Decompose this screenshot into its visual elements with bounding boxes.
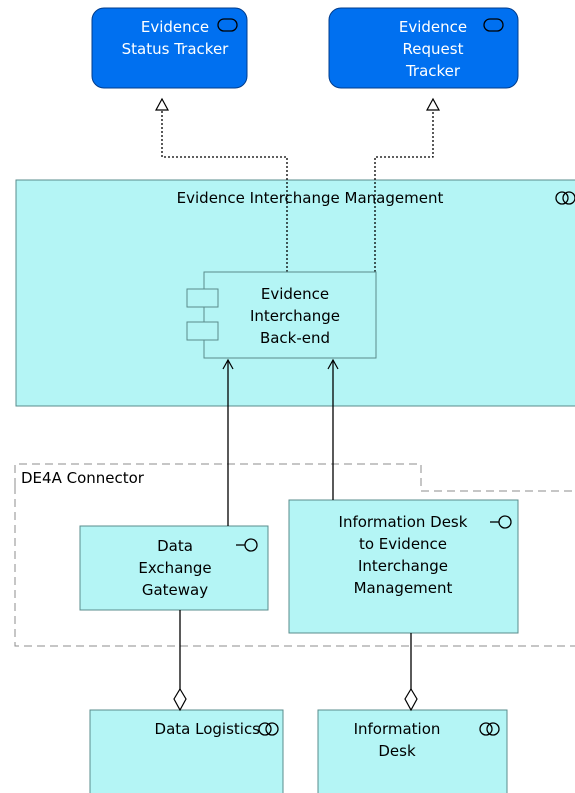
gateway-label: Data Exchange Gateway bbox=[138, 537, 212, 599]
request-tracker-label: Evidence Request Tracker bbox=[398, 18, 468, 80]
backend-box[interactable] bbox=[203, 271, 377, 359]
connector-label: DE4A Connector bbox=[21, 469, 144, 487]
gateway-box[interactable] bbox=[79, 525, 269, 611]
realization-backend-to-status-tracker[interactable] bbox=[162, 99, 288, 272]
info-desk-label: Information Desk bbox=[353, 720, 441, 760]
info-desk-interface-box[interactable] bbox=[288, 499, 519, 634]
collaboration-icon bbox=[555, 191, 575, 205]
data-logistics-box[interactable] bbox=[89, 709, 284, 793]
info-desk-box[interactable] bbox=[317, 709, 508, 793]
interface-icon bbox=[490, 515, 512, 529]
status-tracker-label: Evidence Status Tracker bbox=[121, 18, 229, 58]
collaboration-icon bbox=[258, 722, 279, 736]
connector-group-frame[interactable] bbox=[14, 486, 575, 647]
realization-backend-to-request-tracker[interactable] bbox=[374, 99, 433, 272]
interface-icon bbox=[236, 538, 258, 552]
status-tracker-box[interactable] bbox=[91, 7, 248, 89]
request-tracker-box[interactable] bbox=[328, 7, 519, 89]
backend-label: Evidence Interchange Back-end bbox=[249, 285, 341, 347]
info-desk-interface-label: Information Desk to Evidence Interchange… bbox=[338, 513, 468, 597]
data-logistics-label: Data Logistics bbox=[154, 720, 260, 738]
service-icon bbox=[217, 18, 238, 32]
interchange-management-label: Evidence Interchange Management bbox=[176, 189, 444, 207]
component-icon bbox=[186, 288, 219, 341]
service-icon bbox=[483, 18, 504, 32]
collaboration-icon bbox=[479, 722, 500, 736]
connector-group-tab bbox=[14, 463, 422, 491]
